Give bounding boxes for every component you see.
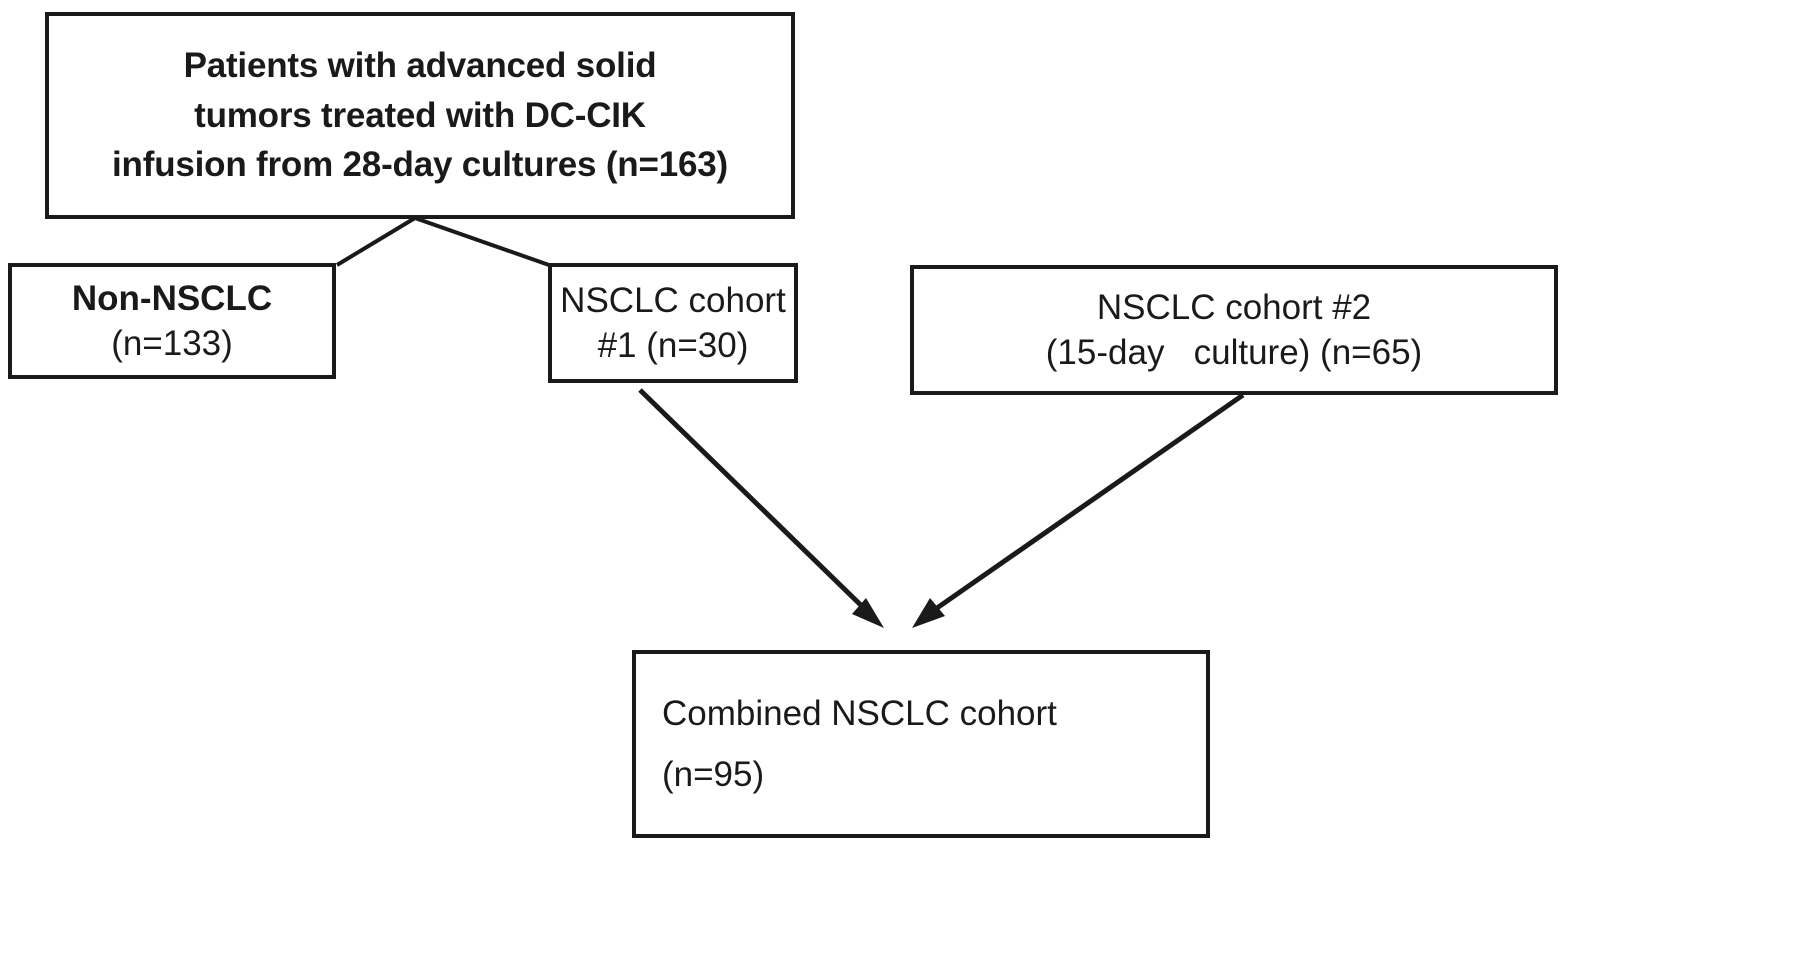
node-cohort1-line-1: NSCLC cohort [560, 280, 786, 320]
arrowhead-cohort1 [852, 598, 884, 628]
node-combined-nsclc-cohort[interactable]: Combined NSCLC cohort (n=95) [632, 650, 1210, 838]
node-root-line-2: tumors treated with DC-CIK [194, 95, 646, 135]
edge-root-to-cohort1 [414, 216, 550, 267]
edge-root-to-non-nsclc [335, 216, 417, 267]
arrowhead-cohort2 [912, 598, 945, 628]
node-combined-line-1: Combined NSCLC cohort [662, 693, 1057, 733]
node-cohort2-line-1: NSCLC cohort #2 [1096, 287, 1372, 327]
node-root-cohort[interactable]: Patients with advanced solid tumors trea… [45, 12, 795, 219]
edge-cohort2-to-combined [925, 392, 1245, 618]
node-cohort1-line-2: #1 (n=30) [597, 326, 749, 365]
node-non-nsclc-line-2: (n=133) [111, 324, 233, 363]
edge-cohort1-to-combined [638, 388, 873, 617]
node-non-nsclc[interactable]: Non-NSCLC (n=133) [8, 263, 336, 379]
node-root-line-3: infusion from 28-day cultures (n=163) [112, 145, 728, 185]
node-combined-line-2: (n=95) [662, 755, 765, 794]
node-cohort2-line-2: (15-day culture) (n=65) [1045, 333, 1423, 372]
node-root-line-1: Patients with advanced solid [183, 45, 657, 85]
node-nsclc-cohort-2[interactable]: NSCLC cohort #2 (15-day culture) (n=65) [910, 265, 1558, 395]
node-non-nsclc-line-1: Non-NSCLC [71, 278, 273, 318]
node-nsclc-cohort-1[interactable]: NSCLC cohort #1 (n=30) [548, 263, 798, 383]
